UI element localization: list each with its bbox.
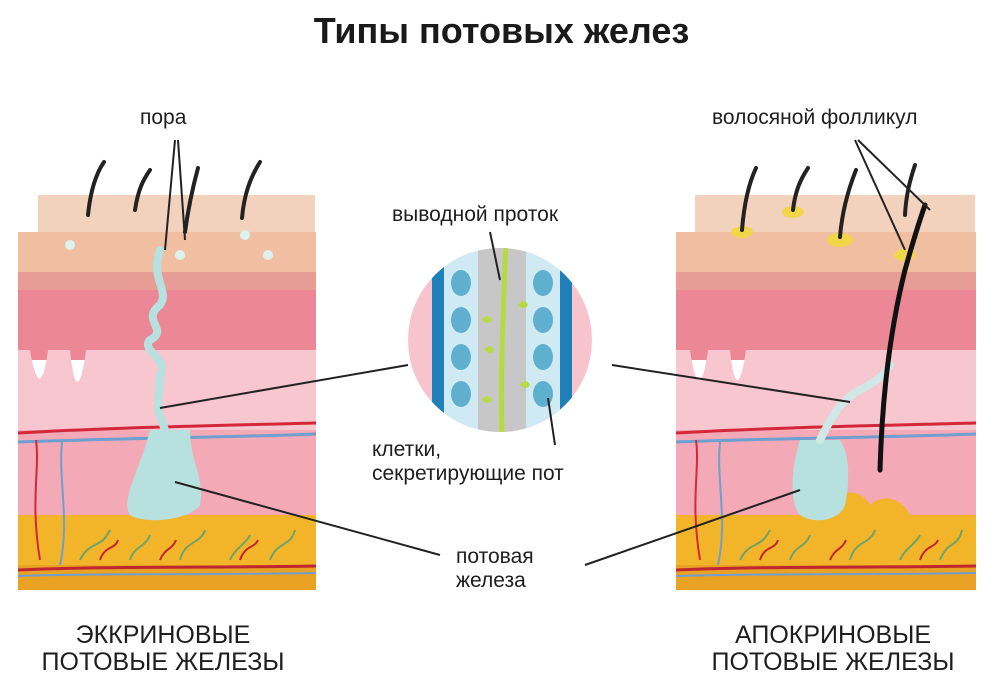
- apocrine-dermis: [676, 290, 976, 360]
- eccrine-epidermis-band: [18, 272, 316, 292]
- magnified-duct-view: [408, 240, 592, 440]
- eccrine-caption: ЭККРИНОВЫЕ ПОТОВЫЕ ЖЕЛЕЗЫ: [18, 622, 308, 676]
- eccrine-pore-dot-4: [175, 250, 185, 260]
- eccrine-pore-dot-3: [263, 250, 273, 260]
- hair-follicle-label: волосяной фолликул: [712, 106, 917, 130]
- sweat-cells-label-line-1: клетки,: [372, 438, 564, 462]
- eccrine-caption-line-1: ЭККРИНОВЫЕ: [18, 622, 308, 649]
- apocrine-caption: АПОКРИНОВЫЕ ПОТОВЫЕ ЖЕЛЕЗЫ: [688, 622, 978, 676]
- apocrine-skin-block: [676, 165, 976, 590]
- duct-outer-left: [432, 240, 444, 440]
- apocrine-sweat-gland: [793, 440, 849, 520]
- pore-label: пора: [140, 106, 186, 130]
- sweat-gland-label-line-1: потовая: [456, 545, 534, 569]
- apocrine-papillae: [676, 350, 976, 430]
- apocrine-caption-line-2: ПОТОВЫЕ ЖЕЛЕЗЫ: [688, 649, 978, 676]
- eccrine-dermis: [18, 290, 316, 360]
- eccrine-pore-dot-1: [65, 240, 75, 250]
- apocrine-epidermis-band: [676, 272, 976, 292]
- excretory-duct-label: выводной проток: [392, 203, 558, 227]
- eccrine-papillae: [18, 350, 316, 430]
- eccrine-pore-dot-2: [240, 230, 250, 240]
- apocrine-caption-line-1: АПОКРИНОВЫЕ: [688, 622, 978, 649]
- sweat-gland-label-line-2: железа: [456, 569, 534, 593]
- sweat-cells-label: клетки, секретирующие пот: [372, 438, 564, 486]
- eccrine-caption-line-2: ПОТОВЫЕ ЖЕЛЕЗЫ: [18, 649, 308, 676]
- duct-outer-right: [560, 240, 572, 440]
- sweat-cells-label-line-2: секретирующие пот: [372, 462, 564, 486]
- sweat-gland-label: потовая железа: [456, 545, 534, 593]
